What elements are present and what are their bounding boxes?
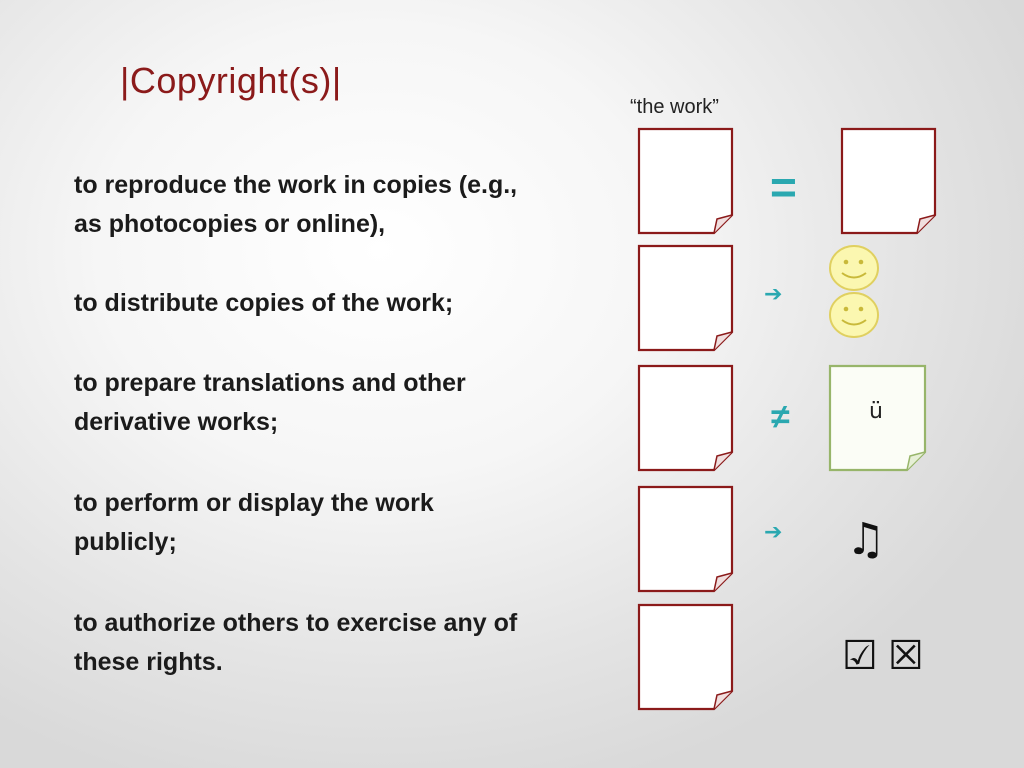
right-authorize: to authorize others to exercise any of t… — [74, 604, 614, 682]
umlaut-text: ü — [869, 399, 883, 424]
slide-title: |Copyright(s)| — [120, 60, 342, 101]
right-reproduce: to reproduce the work in copies (e.g., a… — [74, 166, 614, 244]
right-derivative: to prepare translations and other deriva… — [74, 364, 614, 442]
checkbox-x-icon: ☒ — [888, 633, 924, 679]
document-page-icon — [637, 603, 735, 711]
document-page-icon — [637, 127, 735, 235]
smiley-icon — [828, 291, 882, 344]
the-work-label: “the work” — [630, 96, 719, 118]
right-reproduce-line-2: as photocopies or online), — [74, 210, 386, 238]
equals-icon: = — [770, 161, 797, 213]
arrow-right-icon: ➔ — [764, 281, 783, 306]
document-page-icon — [637, 244, 735, 352]
right-authorize-line-1: to authorize others to exercise any of — [74, 609, 518, 637]
not-equal-icon: ≠ — [771, 398, 790, 436]
arrow-right-icon: ➔ — [764, 519, 783, 544]
derivative-page-icon — [828, 364, 928, 472]
music-note-icon: ♫ — [846, 514, 886, 565]
right-perform-line-1: to perform or display the work — [74, 489, 434, 517]
document-page-icon — [840, 127, 938, 235]
right-distribute-line-1: to distribute copies of the work; — [74, 289, 454, 317]
smiley-icon — [828, 244, 882, 297]
checkbox-checked-icon: ☑ — [842, 633, 878, 679]
document-page-icon — [637, 485, 735, 593]
right-reproduce-line-1: to reproduce the work in copies (e.g., — [74, 171, 518, 199]
right-authorize-line-2: these rights. — [74, 648, 223, 676]
right-perform-line-2: publicly; — [74, 528, 177, 556]
right-perform: to perform or display the work publicly; — [74, 484, 614, 562]
right-derivative-line-1: to prepare translations and other — [74, 369, 466, 397]
right-distribute: to distribute copies of the work; — [74, 284, 614, 323]
document-page-icon — [637, 364, 735, 472]
right-derivative-line-2: derivative works; — [74, 408, 279, 436]
